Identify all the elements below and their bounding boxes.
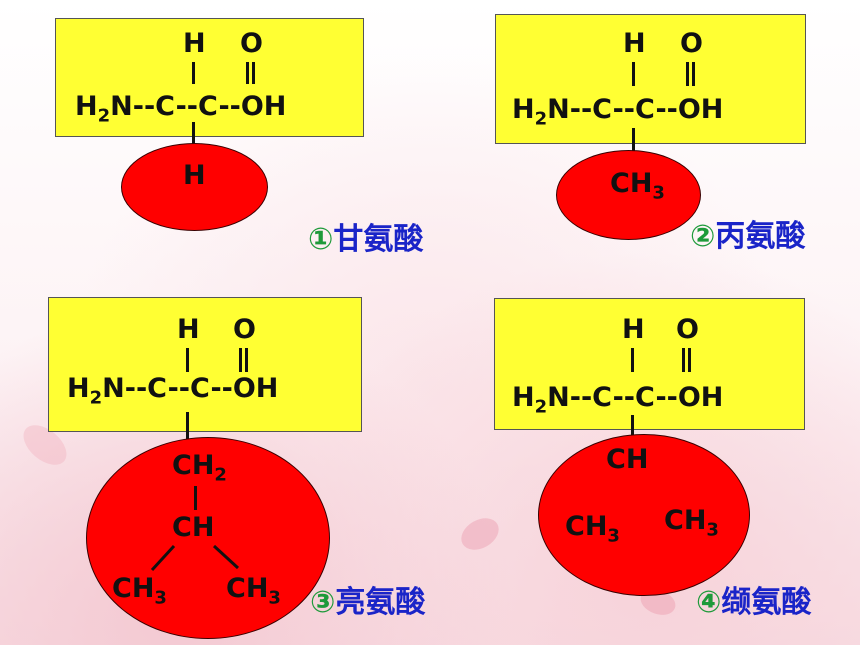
amino-h: H bbox=[75, 91, 98, 122]
index: ② bbox=[690, 219, 716, 254]
amino-acid-name: 亮氨酸 bbox=[335, 585, 426, 620]
amino-n: N bbox=[547, 94, 570, 125]
subscript-2: 2 bbox=[97, 105, 111, 127]
amino-h: H bbox=[67, 373, 90, 404]
double-bond bbox=[246, 62, 255, 84]
r-group-ch3-right: CH3 bbox=[226, 575, 281, 607]
subscript-2: 2 bbox=[214, 464, 227, 486]
r-bond bbox=[192, 122, 195, 158]
name-label: ②丙氨酸 bbox=[690, 222, 805, 252]
ch: CH bbox=[610, 168, 653, 199]
atom-h-top: H bbox=[622, 314, 645, 345]
atom-h-top: H bbox=[177, 314, 200, 345]
r-bond bbox=[186, 412, 189, 442]
single-bond bbox=[192, 62, 195, 84]
subscript-3: 3 bbox=[607, 525, 620, 547]
amino-n: N bbox=[110, 91, 133, 122]
atom-o-top: O bbox=[233, 314, 256, 345]
subscript-3: 3 bbox=[268, 587, 281, 609]
amino-acid-backbone: H2N--C--C--OH bbox=[512, 384, 723, 416]
amino-acid-name: 缬氨酸 bbox=[721, 585, 812, 620]
ch: CH bbox=[226, 573, 269, 604]
name-label: ③亮氨酸 bbox=[310, 588, 425, 618]
index: ① bbox=[308, 222, 334, 257]
carboxyl-chain: --C--C--OH bbox=[569, 94, 724, 125]
single-bond bbox=[632, 62, 635, 86]
subscript-3: 3 bbox=[652, 182, 665, 204]
r-group bbox=[556, 150, 701, 240]
r-group-ch2: CH2 bbox=[172, 452, 227, 484]
atom-h-top: H bbox=[183, 28, 206, 59]
r-group-ch3-left: CH3 bbox=[565, 513, 620, 545]
amino-acid-backbone: H2N--C--C--OH bbox=[75, 93, 286, 125]
index: ③ bbox=[310, 585, 336, 620]
r-group bbox=[121, 143, 268, 231]
subscript-2: 2 bbox=[534, 108, 548, 130]
subscript-2: 2 bbox=[89, 387, 103, 409]
backbone-box bbox=[48, 297, 362, 432]
subscript-3: 3 bbox=[706, 519, 719, 541]
backbone-box bbox=[495, 14, 806, 144]
amino-acid-name: 甘氨酸 bbox=[333, 222, 424, 257]
amino-acid-name: 丙氨酸 bbox=[715, 219, 806, 254]
amino-h: H bbox=[512, 382, 535, 413]
amino-h: H bbox=[512, 94, 535, 125]
ch: CH bbox=[565, 511, 608, 542]
r-bond bbox=[631, 415, 634, 443]
carboxyl-chain: --C--C--OH bbox=[569, 382, 724, 413]
backbone-box bbox=[55, 18, 364, 137]
r-group bbox=[538, 434, 750, 596]
r-group-ch3-right: CH3 bbox=[664, 507, 719, 539]
r-bond bbox=[632, 128, 635, 158]
atom-o-top: O bbox=[676, 314, 699, 345]
carboxyl-chain: --C--C--OH bbox=[132, 91, 287, 122]
double-bond bbox=[686, 62, 695, 86]
backbone-box bbox=[494, 298, 805, 430]
subscript-2: 2 bbox=[534, 396, 548, 418]
r-group-ch: CH bbox=[172, 512, 215, 543]
carboxyl-chain: --C--C--OH bbox=[124, 373, 279, 404]
ch: CH bbox=[112, 573, 155, 604]
atom-o-top: O bbox=[240, 28, 263, 59]
name-label: ①甘氨酸 bbox=[308, 225, 423, 255]
bond bbox=[194, 486, 197, 510]
single-bond bbox=[631, 348, 634, 372]
amino-acid-backbone: H2N--C--C--OH bbox=[512, 96, 723, 128]
r-group-ch3: CH3 bbox=[610, 170, 665, 202]
amino-n: N bbox=[102, 373, 125, 404]
bond bbox=[150, 544, 176, 572]
bond bbox=[212, 544, 240, 570]
ch: CH bbox=[664, 505, 707, 536]
subscript-3: 3 bbox=[154, 587, 167, 609]
atom-o-top: O bbox=[680, 28, 703, 59]
ch: CH bbox=[172, 450, 215, 481]
single-bond bbox=[186, 348, 189, 372]
amino-acid-backbone: H2N--C--C--OH bbox=[67, 375, 278, 407]
double-bond bbox=[239, 348, 248, 372]
atom-h-top: H bbox=[623, 28, 646, 59]
r-group-ch: CH bbox=[606, 444, 649, 475]
double-bond bbox=[682, 348, 691, 372]
amino-n: N bbox=[547, 382, 570, 413]
index: ④ bbox=[696, 585, 722, 620]
name-label: ④缬氨酸 bbox=[696, 588, 811, 618]
r-group-ch3-left: CH3 bbox=[112, 575, 167, 607]
r-group bbox=[86, 437, 330, 639]
r-group-h: H bbox=[183, 160, 206, 191]
